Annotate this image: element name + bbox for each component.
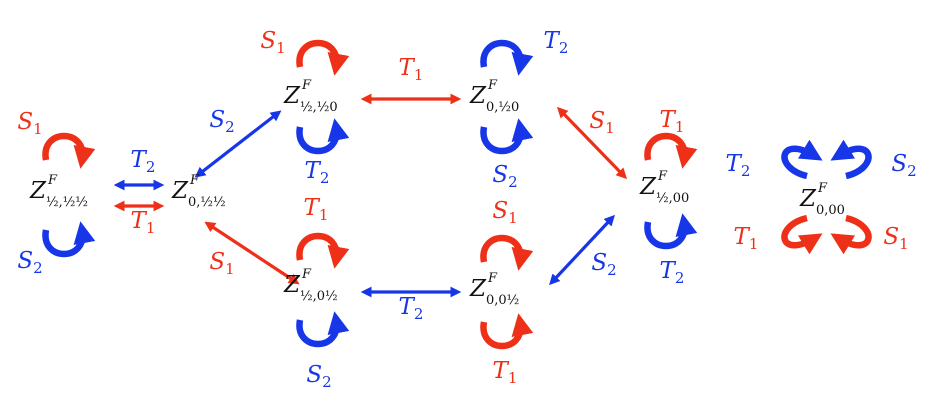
self-loop-n5-s2 xyxy=(296,311,350,348)
edge-label-s1: S1 xyxy=(209,249,234,278)
node-symbol: Z xyxy=(283,272,301,298)
edge-n2-n3-s2 xyxy=(194,110,282,178)
node-symbol: Z xyxy=(639,174,657,200)
self-loop-n6-s1 xyxy=(480,234,534,271)
self-loop-n5-t1 xyxy=(296,232,350,269)
self-loop-n7-t2 xyxy=(644,213,698,250)
node-subscript: ½,½0 xyxy=(300,100,338,115)
node-superscript: F xyxy=(487,78,498,93)
self-loop-n4-s2 xyxy=(480,118,534,155)
node-symbol: Z xyxy=(29,178,47,204)
loop-label-s1: S1 xyxy=(260,28,285,57)
self-loop-n8-s2 xyxy=(830,139,872,180)
node-superscript: F xyxy=(301,267,312,282)
edge-label-s2: S2 xyxy=(591,250,616,279)
loop-label-s2: S2 xyxy=(492,162,517,191)
loop-label-s2: S2 xyxy=(891,151,916,180)
edge-n4-n7-s1 xyxy=(556,106,628,180)
loop-label-t1: T1 xyxy=(493,358,518,387)
loop-label-s2: S2 xyxy=(306,362,331,391)
self-loop-n3-s1 xyxy=(296,39,350,76)
edge-label-t2: T2 xyxy=(131,147,156,176)
loop-label-s1: S1 xyxy=(883,224,908,253)
self-loop-n6-t1 xyxy=(480,313,534,350)
node-symbol: Z xyxy=(283,83,301,109)
node-symbol: Z xyxy=(469,276,487,302)
node-superscript: F xyxy=(301,78,312,93)
loop-label-t1: T1 xyxy=(734,224,759,253)
edge-label-s1: S1 xyxy=(589,108,614,137)
loop-label-t2: T2 xyxy=(726,151,751,180)
node-subscript: 0,00 xyxy=(816,203,845,218)
loop-label-t2: T2 xyxy=(660,258,685,287)
node-subscript: ½,½½ xyxy=(46,195,88,210)
loop-label-t2: T2 xyxy=(305,158,330,187)
node-superscript: F xyxy=(487,271,498,286)
edge-n2-n5-s1 xyxy=(204,221,300,285)
node-subscript: ½,00 xyxy=(656,191,689,206)
edge-label-t1: T1 xyxy=(399,55,424,84)
node-symbol: Z xyxy=(171,178,189,204)
self-loop-n1-s2 xyxy=(42,221,96,258)
node-subscript: 0,½½ xyxy=(188,195,226,210)
node-superscript: F xyxy=(47,173,58,188)
node-symbol: Z xyxy=(469,83,487,109)
self-loop-n4-t2 xyxy=(480,39,534,76)
loop-label-t2: T2 xyxy=(544,28,569,57)
edge-label-t1: T1 xyxy=(131,208,156,237)
self-loop-n8-t1 xyxy=(781,214,823,255)
edge-label-t2: T2 xyxy=(399,294,424,323)
loop-label-t1: T1 xyxy=(304,195,329,224)
self-loop-n8-s1 xyxy=(830,214,872,255)
self-loop-n1-s1 xyxy=(42,132,96,169)
loop-label-t1: T1 xyxy=(660,107,685,136)
loop-label-s1: S1 xyxy=(492,198,517,227)
node-subscript: ½,0½ xyxy=(300,289,338,304)
node-superscript: F xyxy=(817,181,828,196)
node-symbol: Z xyxy=(799,186,817,212)
loop-label-s1: S1 xyxy=(17,109,42,138)
edge-n6-n7-s2 xyxy=(549,214,615,286)
node-subscript: 0,½0 xyxy=(486,100,519,115)
node-superscript: F xyxy=(657,169,668,184)
node-subscript: 0,0½ xyxy=(486,293,519,308)
node-superscript: F xyxy=(189,173,200,188)
self-loop-n3-t2 xyxy=(296,118,350,155)
self-loop-n7-t1 xyxy=(644,132,698,169)
self-loop-n8-t2 xyxy=(781,139,823,180)
edge-label-s2: S2 xyxy=(209,107,234,136)
loop-label-s2: S2 xyxy=(17,248,42,277)
